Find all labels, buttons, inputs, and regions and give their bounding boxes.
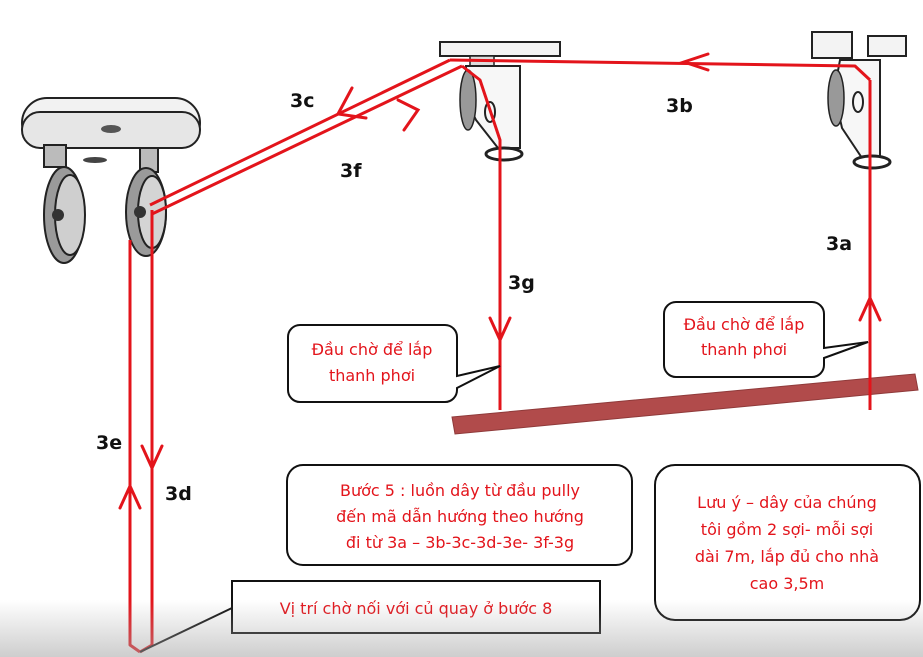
main-pulley-block: [21, 97, 201, 264]
arrow-3f-icon: [396, 98, 421, 132]
callout-waiting-right-line2: thanh phơi: [701, 340, 787, 359]
arrow-3b-icon: [679, 52, 710, 72]
callout-waiting-left-line1: Đầu chờ để lắp: [312, 340, 433, 359]
rope-3e: [128, 240, 141, 654]
label-3e: 3e: [96, 432, 122, 454]
arrow-3d-icon: [140, 444, 164, 472]
rope-3c: [149, 58, 451, 207]
rope-3b: [449, 58, 872, 82]
rope-3d: [139, 210, 154, 654]
label-3a: 3a: [826, 233, 852, 255]
pulley-wheel-left: [43, 144, 86, 264]
callout-step5-line2: đến mã dẫn hướng theo hướng: [336, 507, 584, 526]
callout-waiting-right-line1: Đầu chờ để lắp: [684, 315, 805, 334]
callout-note: Lưu ý – dây của chúng tôi gồm 2 sợi- mỗi…: [654, 464, 921, 621]
callout-crank-line1: Vị trí chờ nối với củ quay ở bước 8: [280, 599, 553, 618]
callout-step5: Bước 5 : luồn dây từ đầu pully đến mã dẫ…: [286, 464, 633, 566]
label-3b: 3b: [666, 95, 693, 117]
callout-step5-line1: Bước 5 : luồn dây từ đầu pully: [340, 481, 580, 500]
callout-note-line1: Lưu ý – dây của chúng: [697, 493, 877, 512]
arrow-3e-icon: [118, 482, 142, 510]
callout-step5-line3: đi từ 3a – 3b-3c-3d-3e- 3f-3g: [346, 533, 574, 552]
callout-note-line3: dài 7m, lắp đủ cho nhà: [695, 547, 879, 566]
drying-bar: [451, 373, 919, 435]
callout-note-line4: cao 3,5m: [750, 574, 825, 593]
callout-waiting-left-line2: thanh phơi: [329, 366, 415, 385]
guide-pulley-middle: [439, 41, 561, 162]
callout-crank: Vị trí chờ nối với củ quay ở bước 8: [139, 580, 601, 653]
arrow-3a-icon: [858, 294, 882, 322]
rope-3f: [151, 64, 463, 216]
label-3c: 3c: [290, 90, 314, 112]
callout-waiting-left: Đầu chờ để lắp thanh phơi: [287, 324, 501, 403]
label-3f: 3f: [340, 160, 362, 182]
guide-pulley-right: [811, 31, 907, 170]
label-3g: 3g: [508, 272, 535, 294]
direction-arrows: [118, 52, 882, 510]
arrow-3g-icon: [488, 316, 512, 344]
callout-note-line2: tôi gồm 2 sợi- mỗi sợi: [701, 520, 873, 539]
rope-3g: [461, 64, 502, 410]
callout-waiting-right: Đầu chờ để lắp thanh phơi: [663, 301, 869, 378]
label-3d: 3d: [165, 483, 192, 505]
pulley-wheel-right: [125, 147, 167, 257]
arrow-3c-icon: [335, 86, 368, 120]
